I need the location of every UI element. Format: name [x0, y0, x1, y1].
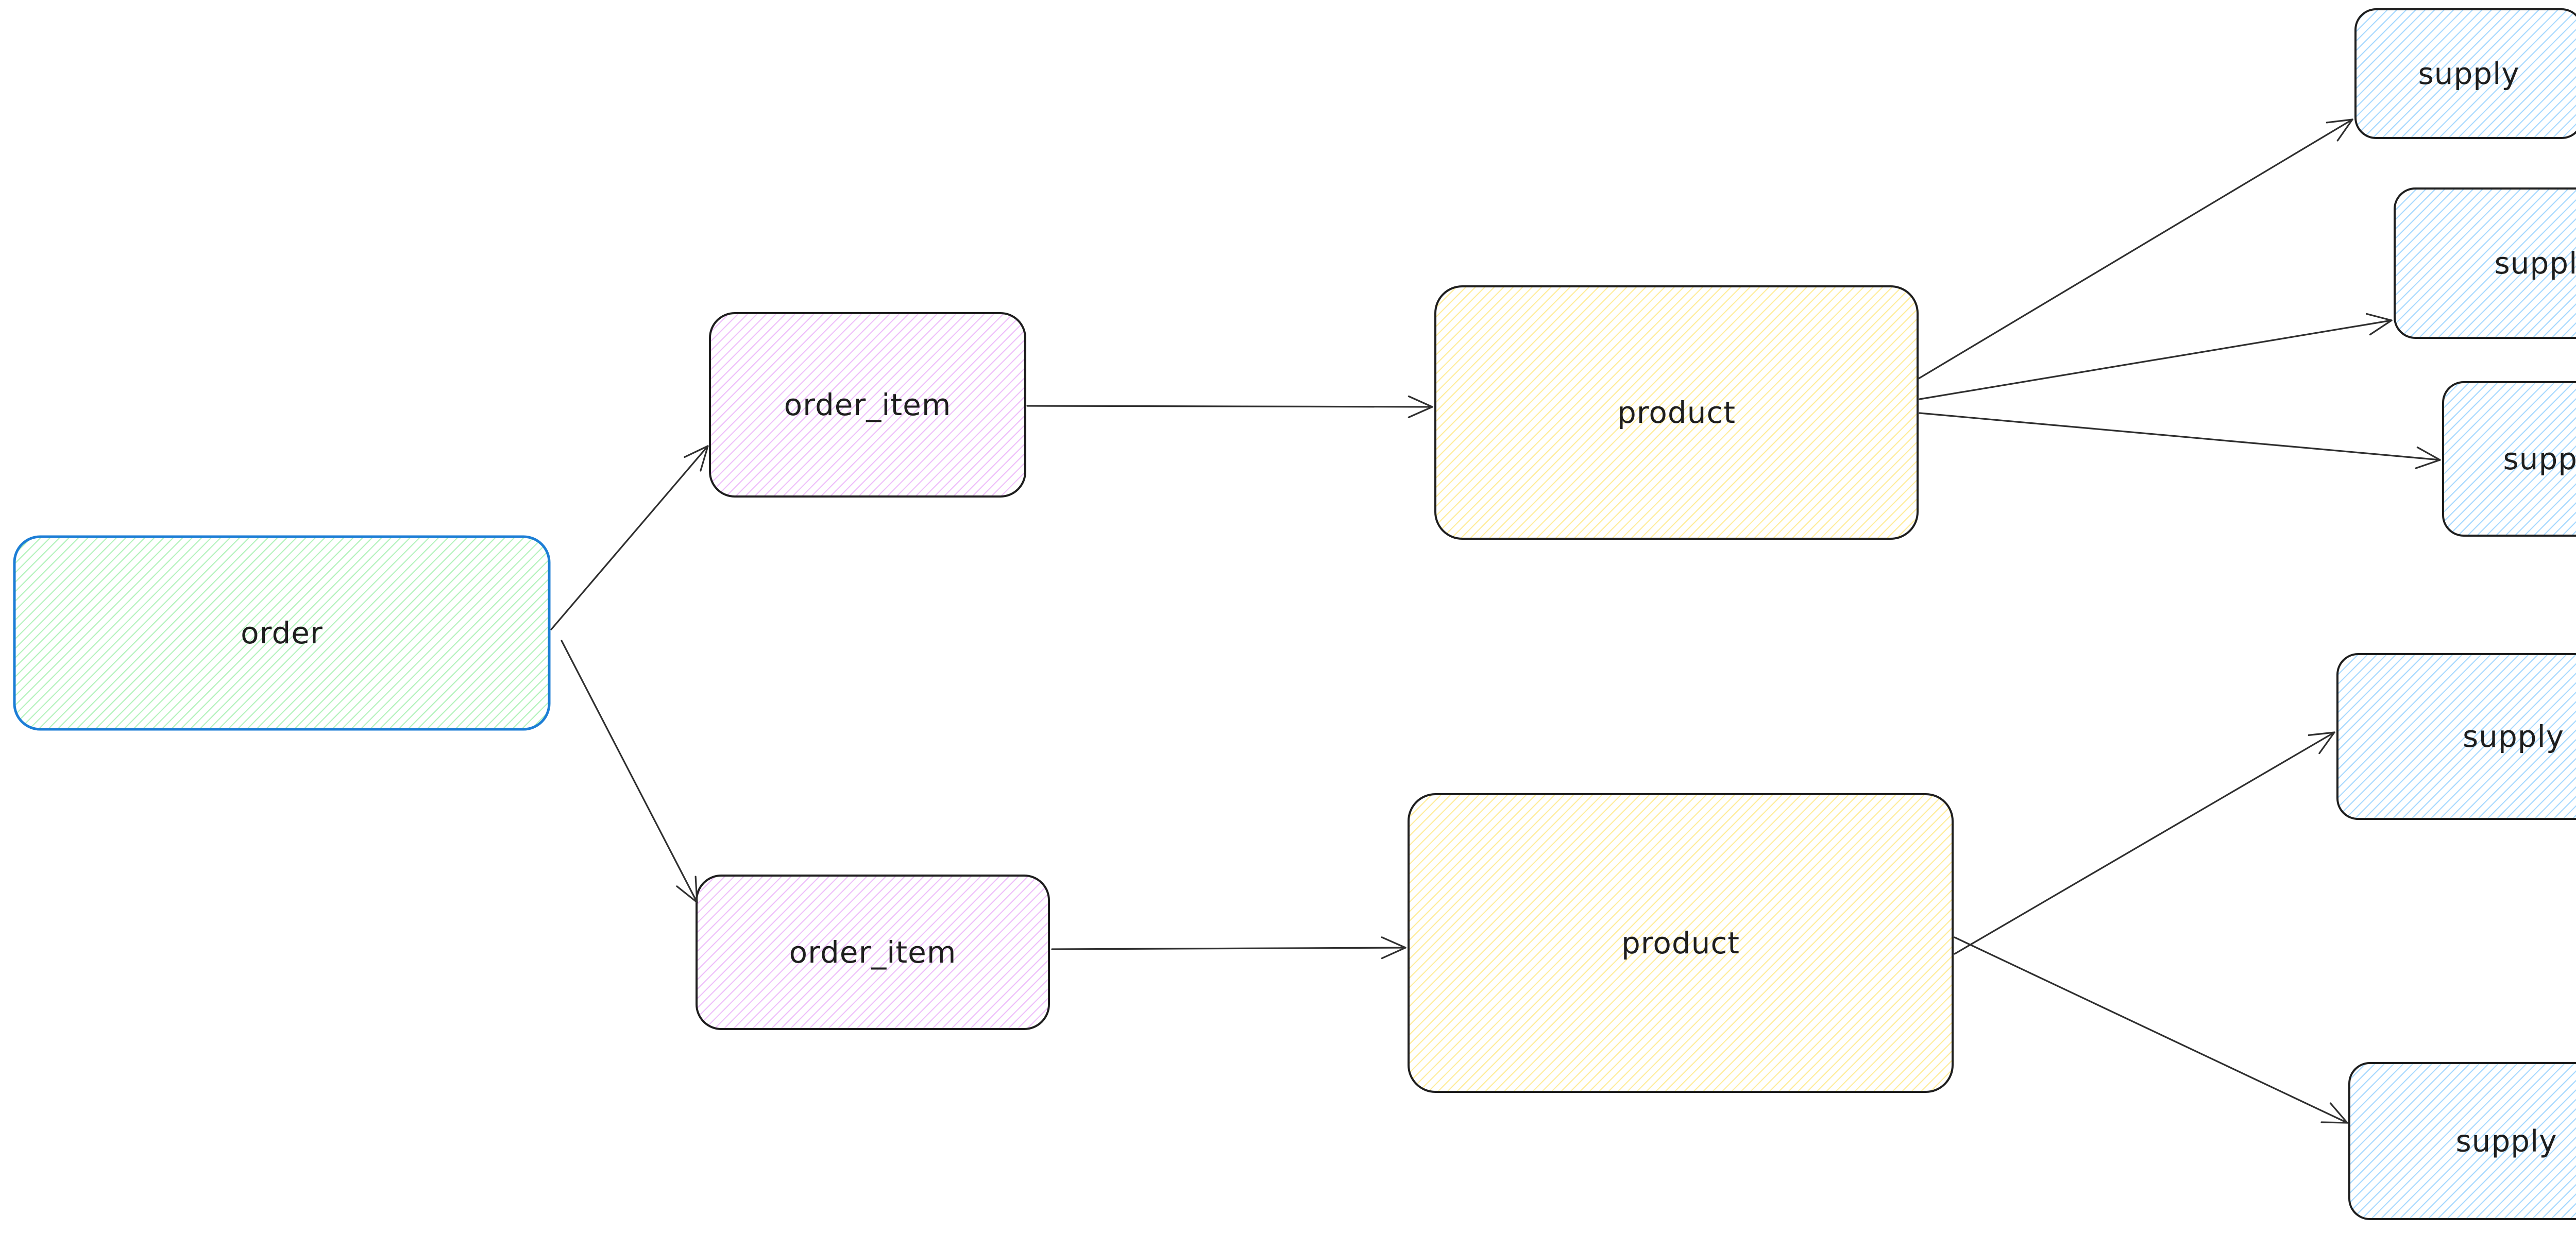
order_item_top-label: order_item	[784, 387, 952, 422]
node-product_bottom[interactable]: product	[1408, 793, 1954, 1093]
supply_1-label: supply	[2418, 56, 2519, 91]
arrow-product_bottom-to-supply_4[interactable]	[1954, 731, 2335, 955]
arrow-shaft	[1919, 319, 2393, 400]
product_top-box	[1434, 285, 1919, 540]
arrow-shaft	[1919, 412, 2441, 461]
arrow-order-to-order_item_bottom[interactable]	[561, 640, 698, 903]
order_item_bottom-box	[696, 875, 1050, 1030]
arrow-head-stroke	[2336, 118, 2353, 142]
arrow-head-stroke	[2369, 319, 2393, 336]
arrow-head-stroke	[2326, 118, 2353, 124]
order-label: order	[241, 615, 323, 650]
supply_5-box	[2348, 1062, 2576, 1220]
node-supply_1[interactable]: supply	[2354, 8, 2576, 139]
arrow-head-stroke	[700, 445, 709, 472]
arrow-head-stroke	[2308, 731, 2335, 736]
arrow-order_item_top-to-product_top[interactable]	[1026, 395, 1433, 418]
arrow-shaft	[561, 640, 698, 903]
arrow-head-stroke	[2329, 1102, 2348, 1124]
supply_3-label: supply	[2503, 441, 2576, 476]
node-supply_4[interactable]: supply	[2336, 653, 2576, 820]
arrow-head-stroke	[2415, 459, 2441, 469]
arrow-head-stroke	[2320, 1121, 2348, 1124]
arrow-head-stroke	[1381, 947, 1406, 960]
arrow-shaft	[1051, 947, 1406, 950]
node-supply_3[interactable]: supply	[2442, 381, 2576, 537]
node-order_item_top[interactable]: order_item	[709, 312, 1026, 498]
supply_5-label: supply	[2455, 1124, 2557, 1159]
arrow-order-to-order_item_top[interactable]	[550, 445, 709, 630]
arrow-product_top-to-supply_3[interactable]	[1919, 412, 2441, 469]
supply_2-label: supply	[2494, 246, 2576, 281]
arrow-head-stroke	[684, 445, 709, 458]
node-product_top[interactable]: product	[1434, 285, 1919, 540]
product_top-label: product	[1617, 395, 1736, 430]
product_bottom-label: product	[1621, 926, 1740, 961]
arrow-head-stroke	[676, 885, 698, 903]
arrow-shaft	[1918, 118, 2353, 380]
supply_4-label: supply	[2463, 719, 2564, 754]
arrow-shaft	[1954, 936, 2348, 1124]
arrow-head-stroke	[1408, 395, 1433, 408]
node-order_item_bottom[interactable]: order_item	[696, 875, 1050, 1030]
arrow-product_bottom-to-supply_5[interactable]	[1954, 936, 2348, 1124]
order-box	[13, 535, 551, 731]
arrow-head-stroke	[2318, 731, 2335, 755]
arrow-head-stroke	[2416, 446, 2441, 461]
order_item_top-box	[709, 312, 1026, 498]
arrow-shaft	[550, 445, 709, 630]
order_item_bottom-label: order_item	[789, 935, 957, 970]
node-order[interactable]: order	[13, 535, 551, 731]
supply_3-box	[2442, 381, 2576, 537]
arrow-head-stroke	[694, 876, 698, 903]
arrow-product_top-to-supply_2[interactable]	[1919, 313, 2393, 400]
supply_1-box	[2354, 8, 2576, 139]
arrow-product_top-to-supply_1[interactable]	[1918, 118, 2353, 380]
arrow-shaft	[1026, 405, 1433, 408]
arrow-shaft	[1954, 731, 2335, 955]
arrow-head-stroke	[1408, 406, 1433, 418]
supply_2-box	[2394, 187, 2576, 339]
product_bottom-box	[1408, 793, 1954, 1093]
supply_4-box	[2336, 653, 2576, 820]
arrow-head-stroke	[1381, 936, 1406, 949]
arrow-head-stroke	[2366, 313, 2393, 321]
arrow-order_item_bottom-to-product_bottom[interactable]	[1051, 936, 1406, 960]
node-supply_5[interactable]: supply	[2348, 1062, 2576, 1220]
node-supply_2[interactable]: supply	[2394, 187, 2576, 339]
